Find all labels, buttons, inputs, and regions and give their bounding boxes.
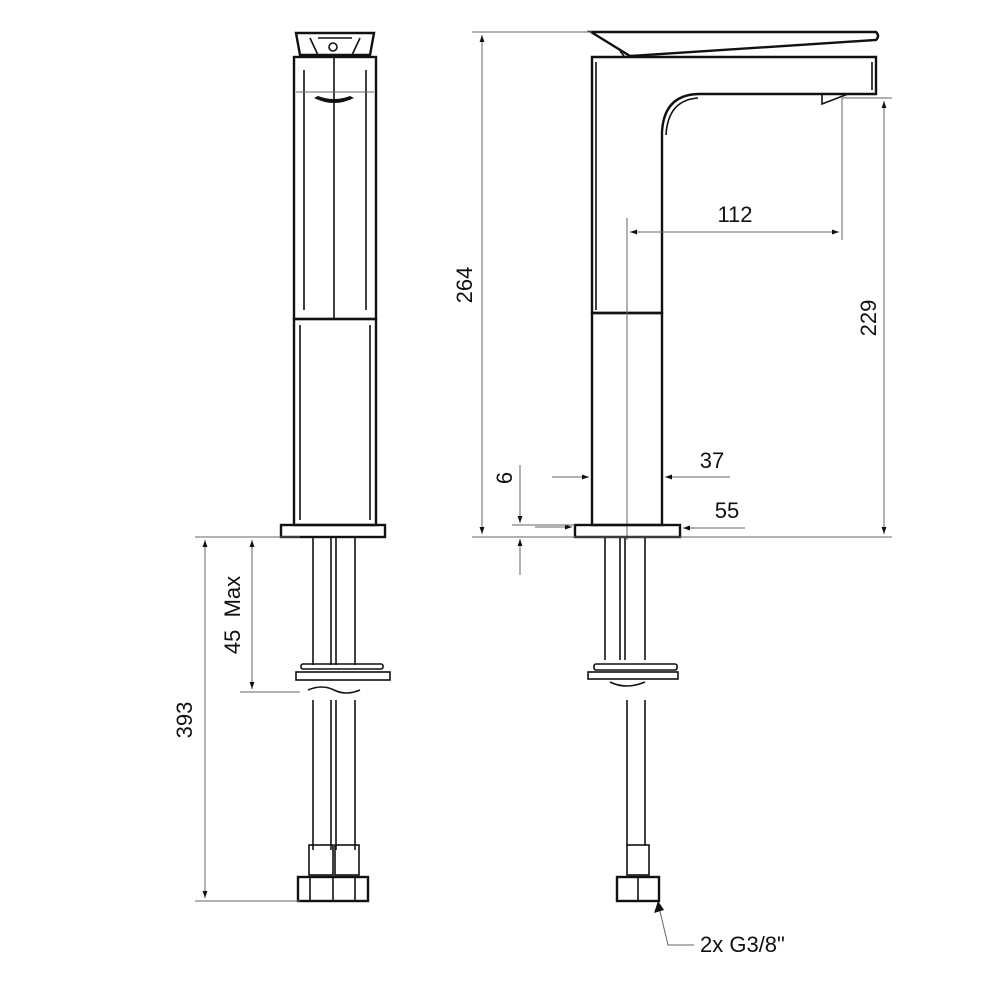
connection-leader [657, 902, 694, 946]
aerator-outlet [821, 93, 849, 106]
connection-label: 2x G3/8" [700, 932, 785, 957]
side-elevation [472, 30, 892, 946]
dim-body-diameter: 37 [700, 448, 724, 473]
handle-top [294, 31, 376, 57]
dim-spout-reach: 112 [717, 202, 752, 227]
lever-handle [586, 30, 880, 58]
dim-spout-height: 229 [856, 300, 881, 337]
hose-connector-right [334, 844, 360, 876]
base-plate [279, 523, 387, 539]
side-hose-connector [626, 844, 650, 876]
washer [300, 663, 384, 670]
lower-body [292, 317, 378, 527]
dim-tail-length: 393 [172, 702, 197, 739]
hose-connector-left [308, 844, 334, 876]
handle-pin-icon [328, 42, 338, 52]
dim-max-deck: 45 Max [220, 576, 245, 654]
dim-base-diameter: 55 [715, 498, 739, 523]
front-elevation [195, 31, 391, 903]
upper-body [292, 55, 378, 321]
fixing-nut [295, 671, 391, 681]
dim-base-thickness: 6 [492, 472, 517, 484]
dim-total-height: 264 [452, 267, 477, 304]
spout-body [590, 55, 878, 315]
aerator-icon [314, 96, 354, 103]
